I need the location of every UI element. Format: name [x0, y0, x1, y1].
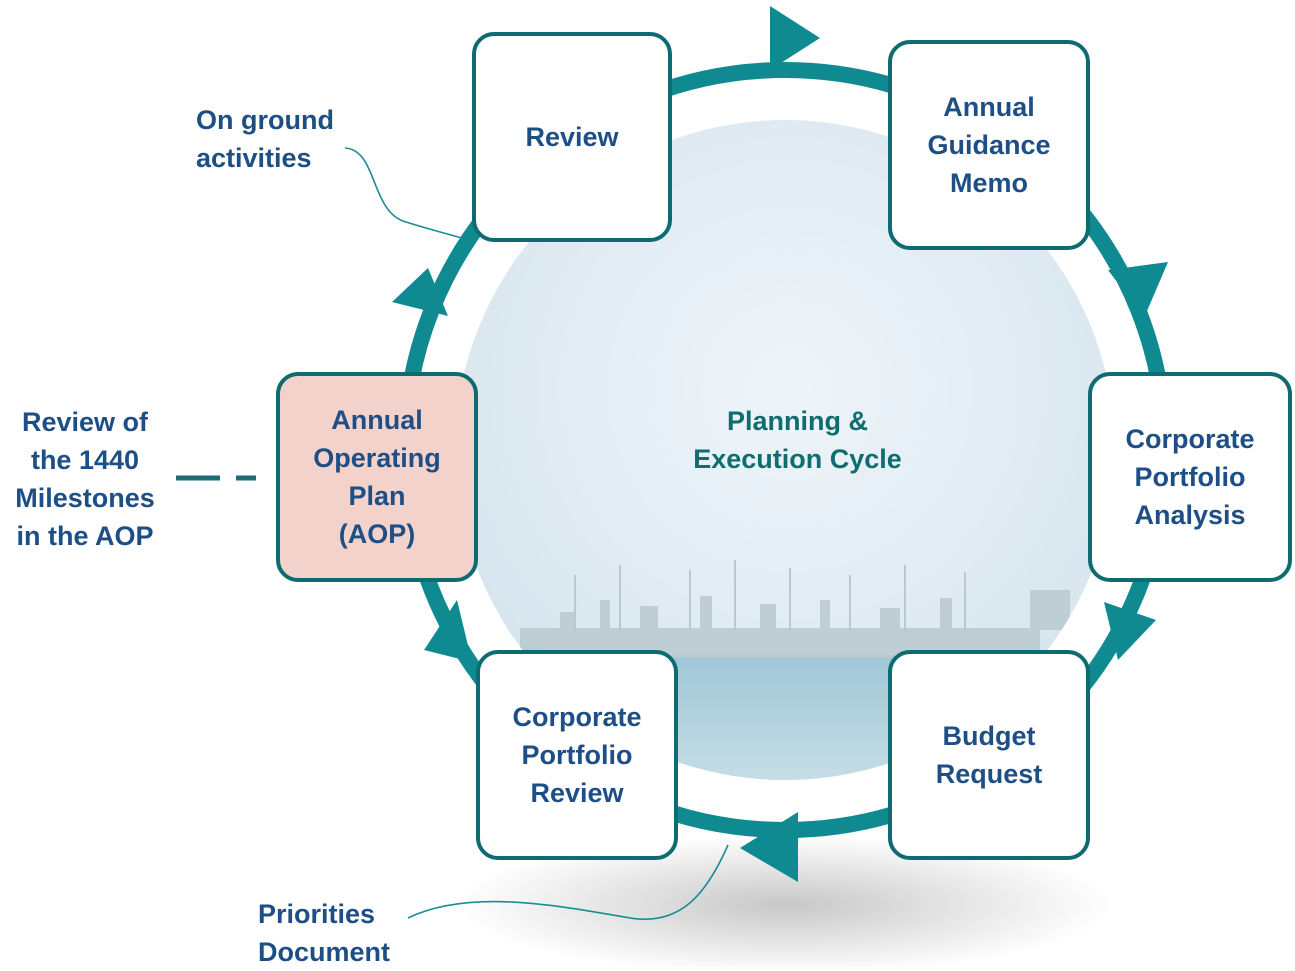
node-budget-request[interactable]: Budget Request	[888, 650, 1090, 860]
arrow-upper-left-icon	[392, 268, 448, 316]
node-review[interactable]: Review	[472, 32, 672, 242]
ground-shadow	[455, 835, 1115, 967]
priorities-connector	[407, 844, 729, 920]
arrow-lower-left-icon	[424, 600, 472, 662]
on-ground-connector	[344, 147, 463, 239]
arrow-lower-right-icon	[1104, 602, 1156, 660]
node-corporate-portfolio-analysis[interactable]: Corporate Portfolio Analysis	[1088, 372, 1292, 582]
node-corporate-portfolio-review[interactable]: Corporate Portfolio Review	[476, 650, 678, 860]
arrow-bottom-icon	[740, 812, 798, 882]
center-label: Planning & Execution Cycle	[693, 406, 902, 474]
arrow-upper-right-icon	[1108, 262, 1168, 318]
arrow-top-icon	[770, 6, 820, 70]
callout-priorities-document: Priorities Document	[258, 899, 391, 967]
node-annual-operating-plan[interactable]: Annual Operating Plan (AOP)	[276, 372, 478, 582]
node-annual-guidance-memo[interactable]: Annual Guidance Memo	[888, 40, 1090, 250]
callout-on-ground-activities: On ground activities	[196, 105, 334, 173]
callout-milestones-review: Review of the 1440 Milestones in the AOP	[15, 407, 155, 551]
